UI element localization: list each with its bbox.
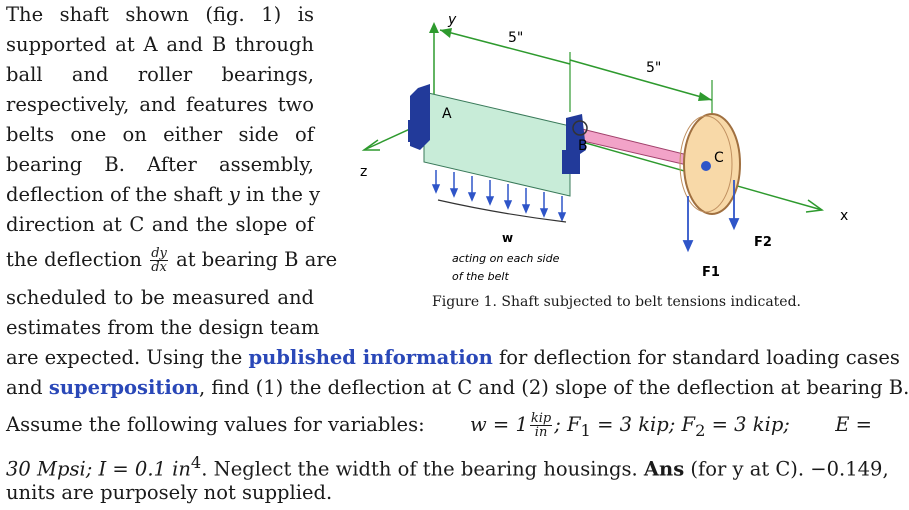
distributed-load-arrows xyxy=(431,170,567,222)
bearing-b-housing xyxy=(566,114,586,158)
dimension-line-2 xyxy=(569,59,713,101)
word: scheduled xyxy=(6,286,107,309)
dimension-line-1 xyxy=(439,29,571,65)
word: (fig. xyxy=(205,3,245,26)
word: shaft xyxy=(59,3,109,26)
word: bearing xyxy=(6,153,83,176)
para-line-3: ball and roller bearings, xyxy=(6,60,314,90)
y-axis-label: y xyxy=(447,12,457,28)
word: at xyxy=(102,213,122,236)
shaft-figure: y z x 5" 5" C A B w acting on each si xyxy=(360,12,848,283)
word: B. xyxy=(104,153,125,176)
figure-caption: Figure 1. Shaft subjected to belt tensio… xyxy=(432,294,801,310)
word: either xyxy=(163,123,223,146)
word: to xyxy=(113,286,134,309)
dimension-label-1: 5" xyxy=(508,30,523,46)
label-c: C xyxy=(714,150,724,166)
word: assembly, xyxy=(218,153,314,176)
word: through xyxy=(234,33,314,56)
para-line-14: Assume the following values for variable… xyxy=(6,411,872,440)
word: be xyxy=(140,286,165,309)
word: C xyxy=(129,213,145,236)
word: and xyxy=(166,33,204,56)
para-line-12: are expected. Using the published inform… xyxy=(6,346,900,369)
point-c xyxy=(701,161,711,171)
word: measured xyxy=(172,286,270,309)
x-axis-arrowhead xyxy=(805,199,824,213)
label-f2: F2 xyxy=(754,235,772,250)
word: ball xyxy=(6,63,43,86)
word: belts xyxy=(6,123,55,146)
z-axis-label: z xyxy=(360,164,367,180)
word: and xyxy=(277,286,314,309)
word: one xyxy=(70,123,107,146)
label-w: w xyxy=(502,231,513,245)
para-line-11: estimates from the design team xyxy=(6,316,320,339)
word: and xyxy=(151,213,189,236)
label-f1: F1 xyxy=(702,265,720,280)
para-line-7: deflection of the shaft y in the y xyxy=(6,183,321,206)
word: two xyxy=(277,93,314,116)
label-b: B xyxy=(578,138,588,154)
word: 1) xyxy=(261,3,282,26)
word: The xyxy=(6,3,44,26)
note-belt: of the belt xyxy=(452,270,509,283)
para-line-4: respectively, and features two xyxy=(6,90,314,120)
word: A xyxy=(143,33,158,56)
dimension-label-2: 5" xyxy=(646,60,661,76)
y-axis-arrowhead xyxy=(429,22,439,33)
word: at xyxy=(115,33,135,56)
word: respectively, xyxy=(6,93,130,116)
para-line-13: and superposition, find (1) the deflecti… xyxy=(6,376,909,399)
word: and xyxy=(139,93,176,116)
word: After xyxy=(147,153,197,176)
superposition-link: superposition xyxy=(48,376,199,399)
para-line-6: bearing B. After assembly, xyxy=(6,150,314,180)
pulley-c xyxy=(683,113,741,215)
para-line-1: The shaft shown (fig. 1) is xyxy=(6,0,314,30)
word: of xyxy=(294,213,314,236)
note-acting: acting on each side xyxy=(452,252,560,265)
word: of xyxy=(295,123,314,146)
label-a: A xyxy=(442,106,452,122)
word: direction xyxy=(6,213,95,236)
published-information-link: published information xyxy=(248,346,493,369)
x-axis-label: x xyxy=(840,208,848,224)
word: bearings, xyxy=(221,63,314,86)
word: is xyxy=(297,3,314,26)
word: B xyxy=(211,33,227,56)
word: and xyxy=(71,63,109,86)
para-line-16: units are purposely not supplied. xyxy=(6,481,333,504)
para-line-15: 30 Mpsi; I = 0.1 in4. Neglect the width … xyxy=(6,453,889,481)
word: side xyxy=(238,123,279,146)
word: features xyxy=(186,93,268,116)
word: slope xyxy=(235,213,288,236)
word: on xyxy=(122,123,147,146)
z-axis-arrowhead xyxy=(361,139,380,151)
word: roller xyxy=(137,63,193,86)
word: shown xyxy=(125,3,189,26)
word: supported xyxy=(6,33,107,56)
word: the xyxy=(196,213,228,236)
